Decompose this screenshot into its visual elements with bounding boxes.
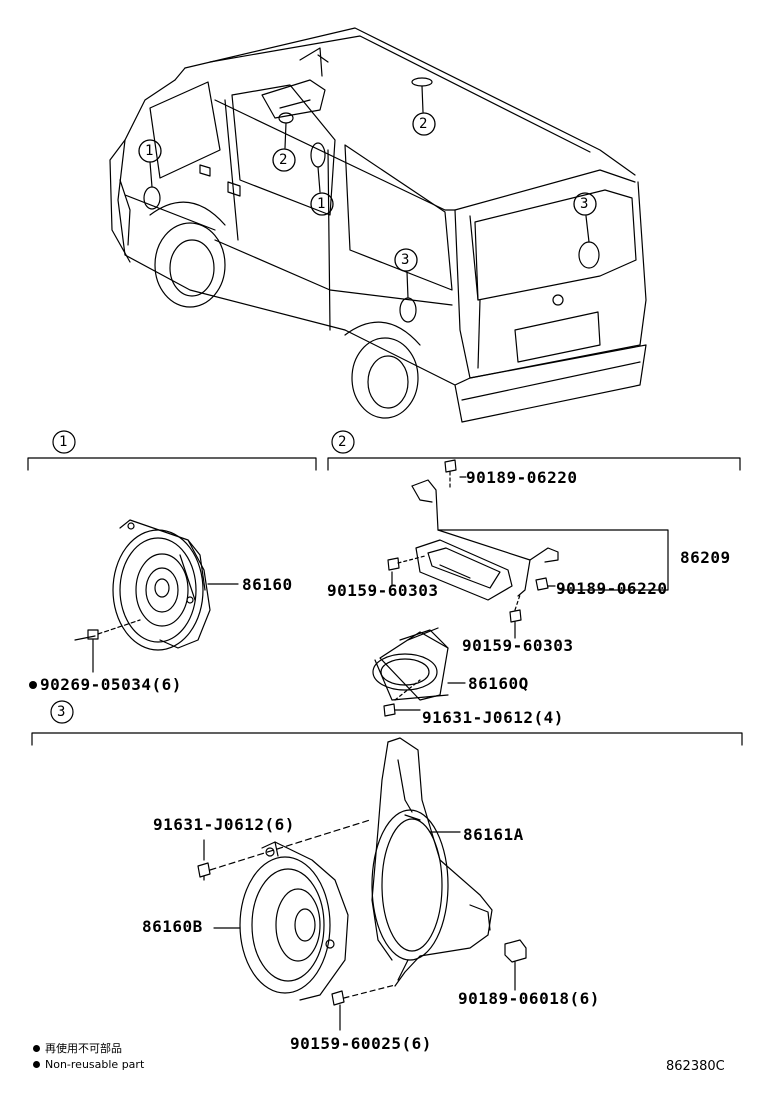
section-marker-3: 3 bbox=[57, 704, 66, 720]
legend-dot-icon bbox=[33, 1045, 40, 1052]
legend-dot-icon bbox=[33, 1061, 40, 1068]
van-illustration bbox=[109, 27, 647, 423]
legend-jp-text: 再使用不可部品 bbox=[45, 1042, 122, 1055]
legend-en: Non-reusable part bbox=[33, 1058, 144, 1072]
section-brackets bbox=[27, 430, 743, 746]
part-86161A: 86161A bbox=[463, 825, 524, 844]
part-90269-05034: 90269-05034(6) bbox=[40, 675, 182, 694]
section-marker-2: 2 bbox=[338, 434, 347, 450]
part-91631-J0612-4: 91631-J0612(4) bbox=[422, 708, 564, 727]
part-90159-60025: 90159-60025(6) bbox=[290, 1034, 432, 1053]
part-90159-60303-left: 90159-60303 bbox=[327, 581, 439, 600]
part-86209: 86209 bbox=[680, 548, 731, 567]
callout-circles bbox=[138, 112, 597, 272]
part-86160: 86160 bbox=[242, 575, 293, 594]
part-90189-06220-right: 90189-06220 bbox=[556, 579, 668, 598]
legend-jp: 再使用不可部品 bbox=[33, 1042, 122, 1056]
speaker-86160B-drawing bbox=[197, 737, 527, 1031]
callout-2-roof: 2 bbox=[419, 116, 428, 132]
part-90159-60303-mid: 90159-60303 bbox=[462, 636, 574, 655]
part-91631-J0612-6: 91631-J0612(6) bbox=[153, 815, 295, 834]
non-reusable-marker bbox=[29, 681, 37, 689]
part-90189-06018: 90189-06018(6) bbox=[458, 989, 600, 1008]
callout-2-console: 2 bbox=[279, 152, 288, 168]
callout-3-side: 3 bbox=[401, 252, 410, 268]
speaker-86160Q-drawing bbox=[372, 459, 669, 717]
legend-en-text: Non-reusable part bbox=[45, 1058, 145, 1071]
diagram-code: 862380C bbox=[666, 1059, 725, 1074]
part-86160B: 86160B bbox=[142, 917, 203, 936]
part-86160Q: 86160Q bbox=[468, 674, 529, 693]
callout-3-rear: 3 bbox=[580, 196, 589, 212]
callout-1-center: 1 bbox=[317, 196, 326, 212]
callout-1-front: 1 bbox=[145, 143, 154, 159]
part-90189-06220-top: 90189-06220 bbox=[466, 468, 578, 487]
section-marker-1: 1 bbox=[59, 434, 68, 450]
speaker-86160-drawing bbox=[74, 519, 239, 673]
